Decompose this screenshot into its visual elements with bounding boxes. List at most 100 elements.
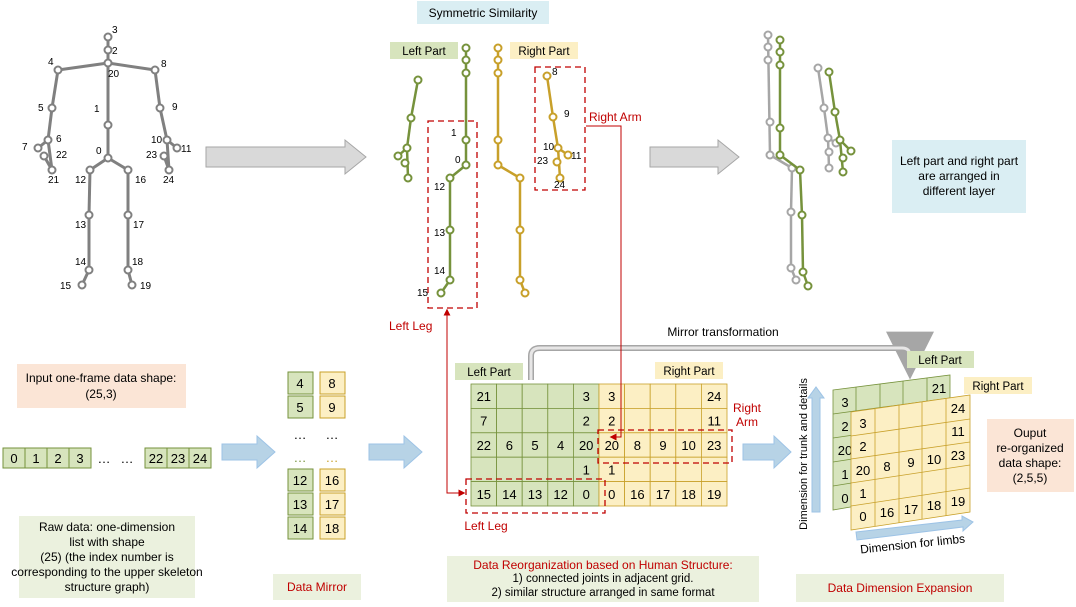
svg-text:18: 18 bbox=[132, 257, 144, 268]
svg-text:11: 11 bbox=[571, 151, 582, 162]
input-shape-value: (25,3) bbox=[85, 387, 116, 401]
svg-text:…: … bbox=[121, 451, 134, 466]
grid-cell-value: 17 bbox=[656, 487, 670, 502]
grid-cell-value: 24 bbox=[707, 389, 721, 404]
grid-cell bbox=[573, 432, 600, 458]
svg-text:10: 10 bbox=[151, 135, 163, 146]
output-shape-box bbox=[987, 419, 1074, 492]
right-part-label: Right Part bbox=[518, 46, 570, 58]
grid-cell bbox=[573, 481, 600, 507]
grid-cell-value: 2 bbox=[583, 414, 590, 429]
grid-right-arm-label-2: Arm bbox=[736, 415, 758, 429]
svg-text:0: 0 bbox=[455, 155, 461, 166]
svg-text:9: 9 bbox=[907, 455, 914, 470]
svg-text:11: 11 bbox=[181, 144, 192, 155]
reorg-caption-line1: 1) connected joints in adjacent grid. bbox=[513, 573, 694, 585]
svg-text:Left part and right part: Left part and right part bbox=[900, 154, 1019, 168]
grid-cell-value: 0 bbox=[583, 487, 590, 502]
svg-text:…: … bbox=[294, 427, 307, 442]
svg-text:1: 1 bbox=[859, 486, 866, 501]
svg-text:3: 3 bbox=[859, 416, 866, 431]
svg-text:10: 10 bbox=[543, 142, 555, 153]
svg-text:20: 20 bbox=[856, 463, 870, 478]
svg-text:20: 20 bbox=[838, 443, 852, 458]
grid-cell bbox=[547, 383, 574, 409]
svg-text:structure graph): structure graph) bbox=[65, 580, 150, 594]
svg-text:3: 3 bbox=[76, 451, 83, 466]
grid-cell bbox=[521, 456, 549, 483]
svg-text:22: 22 bbox=[56, 150, 68, 161]
layer-note-box bbox=[892, 140, 1026, 213]
svg-text:re-organized: re-organized bbox=[996, 441, 1063, 455]
grid-cell bbox=[649, 383, 677, 409]
grid-cell bbox=[573, 383, 600, 409]
right-arm-label-top: Right Arm bbox=[589, 110, 642, 124]
svg-text:15: 15 bbox=[417, 288, 429, 299]
svg-text:11: 11 bbox=[951, 424, 965, 439]
grid-cell-value: 13 bbox=[528, 487, 542, 502]
svg-text:(25) (the index number is: (25) (the index number is bbox=[40, 550, 173, 564]
grid-cell-value: 5 bbox=[531, 438, 538, 453]
gray-arrow-1 bbox=[205, 138, 367, 176]
grid-cell bbox=[701, 481, 728, 507]
left-leg-label-top: Left Leg bbox=[389, 319, 432, 333]
grid-cell bbox=[624, 481, 651, 507]
data-mirror: 4 5 … … 12 13 14 8 9 … … 16 17 18 bbox=[287, 371, 346, 540]
svg-text:(2,5,5): (2,5,5) bbox=[1013, 471, 1048, 485]
grid-cell bbox=[547, 456, 574, 483]
layer-note-text: Left part and right part are arranged in… bbox=[900, 154, 1019, 198]
svg-text:21: 21 bbox=[48, 175, 60, 186]
data-mirror-caption-box bbox=[273, 574, 361, 600]
grid-cell bbox=[521, 407, 549, 434]
cube-left-part-badge bbox=[907, 351, 974, 368]
cube-right-part-badge bbox=[964, 377, 1032, 394]
svg-text:0: 0 bbox=[96, 146, 102, 157]
svg-text:22: 22 bbox=[149, 451, 163, 466]
svg-text:2: 2 bbox=[112, 46, 118, 57]
svg-text:2: 2 bbox=[841, 419, 848, 434]
mirror-transformation-label: Mirror transformation bbox=[667, 325, 778, 339]
grid-cell-value: 6 bbox=[506, 438, 513, 453]
grid-cell bbox=[649, 407, 677, 434]
left-part-badge bbox=[390, 42, 458, 59]
svg-text:different layer: different layer bbox=[923, 184, 996, 198]
grid-cell bbox=[496, 481, 523, 507]
right-part-badge bbox=[510, 42, 578, 59]
svg-text:14: 14 bbox=[434, 266, 446, 277]
raw-data-list: 0 1 2 3 … … 22 23 24 bbox=[2, 447, 212, 469]
grid-cell bbox=[573, 456, 600, 483]
reorg-caption-title: Data Reorganization based on Human Struc… bbox=[473, 558, 732, 572]
grid-right-part-label: Right Part bbox=[663, 366, 715, 378]
svg-text:2: 2 bbox=[859, 439, 866, 454]
grid-cell-value: 20 bbox=[579, 438, 593, 453]
grid-cell-value: 22 bbox=[477, 438, 491, 453]
expansion-caption: Data Dimension Expansion bbox=[828, 581, 973, 595]
svg-text:17: 17 bbox=[325, 497, 339, 512]
grid-cell bbox=[598, 481, 626, 507]
grid-cell bbox=[496, 383, 523, 409]
grid-left-leg-label: Left Leg bbox=[464, 519, 507, 533]
grid-cell bbox=[675, 456, 702, 483]
left-part-joint-labels: 1 0 12 13 14 15 bbox=[417, 128, 461, 299]
right-arm-dashed-box bbox=[534, 66, 586, 191]
svg-text:1: 1 bbox=[94, 104, 100, 115]
input-shape-title: Input one-frame data shape: bbox=[26, 371, 177, 385]
svg-text:12: 12 bbox=[75, 175, 87, 186]
grid-cell bbox=[470, 407, 498, 434]
grid-cell bbox=[470, 432, 498, 458]
expansion-caption-box bbox=[796, 574, 1004, 602]
grid-cell bbox=[624, 383, 651, 409]
grid-cell bbox=[675, 383, 702, 409]
svg-text:10: 10 bbox=[927, 452, 941, 467]
svg-text:8: 8 bbox=[328, 376, 335, 391]
grid-cell bbox=[521, 383, 549, 409]
svg-text:9: 9 bbox=[328, 400, 335, 415]
reorg-caption-box bbox=[447, 556, 759, 602]
svg-text:…: … bbox=[294, 450, 307, 465]
svg-text:24: 24 bbox=[951, 401, 965, 416]
svg-text:0: 0 bbox=[10, 451, 17, 466]
svg-text:4: 4 bbox=[296, 376, 303, 391]
gray-arrow-2 bbox=[649, 138, 740, 176]
left-leg-dashed-box bbox=[427, 120, 478, 309]
svg-text:…: … bbox=[98, 451, 111, 466]
